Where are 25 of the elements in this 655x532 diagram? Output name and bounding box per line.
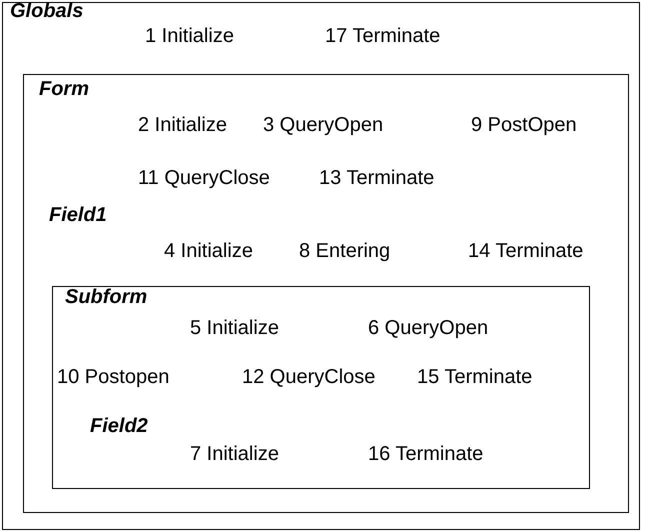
event-label: 6 QueryOpen [368, 317, 488, 339]
group-title: Subform [65, 286, 148, 308]
event-label: 11 QueryClose [138, 167, 270, 189]
event-label: 4 Initialize [164, 240, 253, 262]
event-label: 10 Postopen [57, 366, 170, 388]
event-label: 16 Terminate [368, 443, 484, 465]
event-label: 9 PostOpen [471, 114, 577, 136]
group-box [2, 2, 640, 530]
event-label: 13 Terminate [319, 167, 434, 189]
event-label: 5 Initialize [190, 317, 279, 339]
event-label: 14 Terminate [468, 240, 584, 262]
event-label: 15 Terminate [417, 366, 532, 388]
event-label: 17 Terminate [325, 25, 440, 47]
section-title: Field1 [49, 204, 107, 226]
group-box [23, 74, 629, 513]
group-title: Globals [10, 0, 84, 22]
section-title: Field2 [90, 415, 148, 437]
event-label: 8 Entering [299, 240, 390, 262]
event-label: 2 Initialize [138, 114, 227, 136]
event-label: 3 QueryOpen [263, 114, 384, 136]
event-label: 7 Initialize [190, 443, 279, 465]
event-label: 12 QueryClose [242, 366, 376, 388]
group-title: Form [39, 78, 89, 100]
group-box [52, 286, 590, 489]
event-label: 1 Initialize [145, 25, 234, 47]
